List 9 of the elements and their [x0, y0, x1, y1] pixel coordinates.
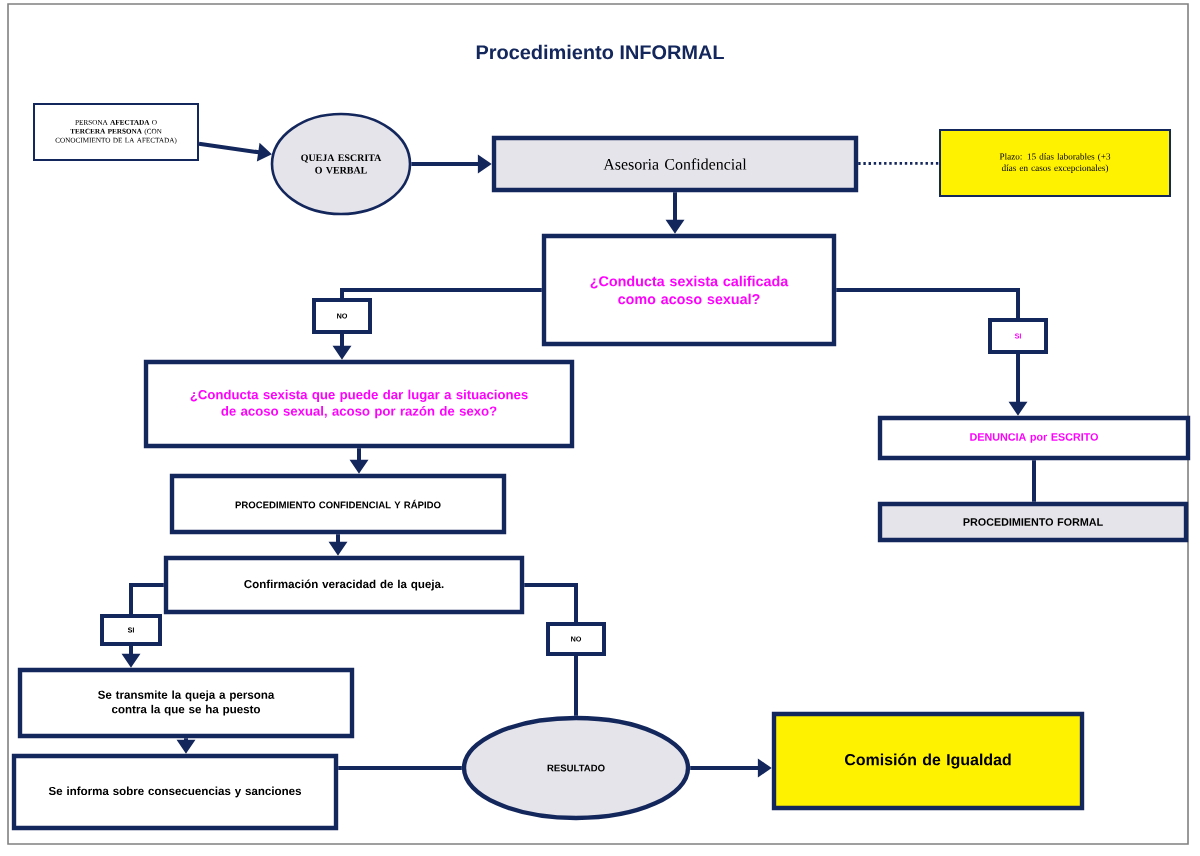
dotted-line	[858, 161, 939, 165]
connector-line	[524, 583, 578, 622]
connector-line	[836, 288, 1020, 318]
connector-line	[338, 766, 462, 770]
title: Procedimiento INFORMAL	[476, 44, 724, 60]
connector-line	[1032, 460, 1036, 502]
connector-line	[129, 583, 164, 614]
connector-line	[574, 656, 578, 716]
connector-line	[340, 288, 542, 298]
